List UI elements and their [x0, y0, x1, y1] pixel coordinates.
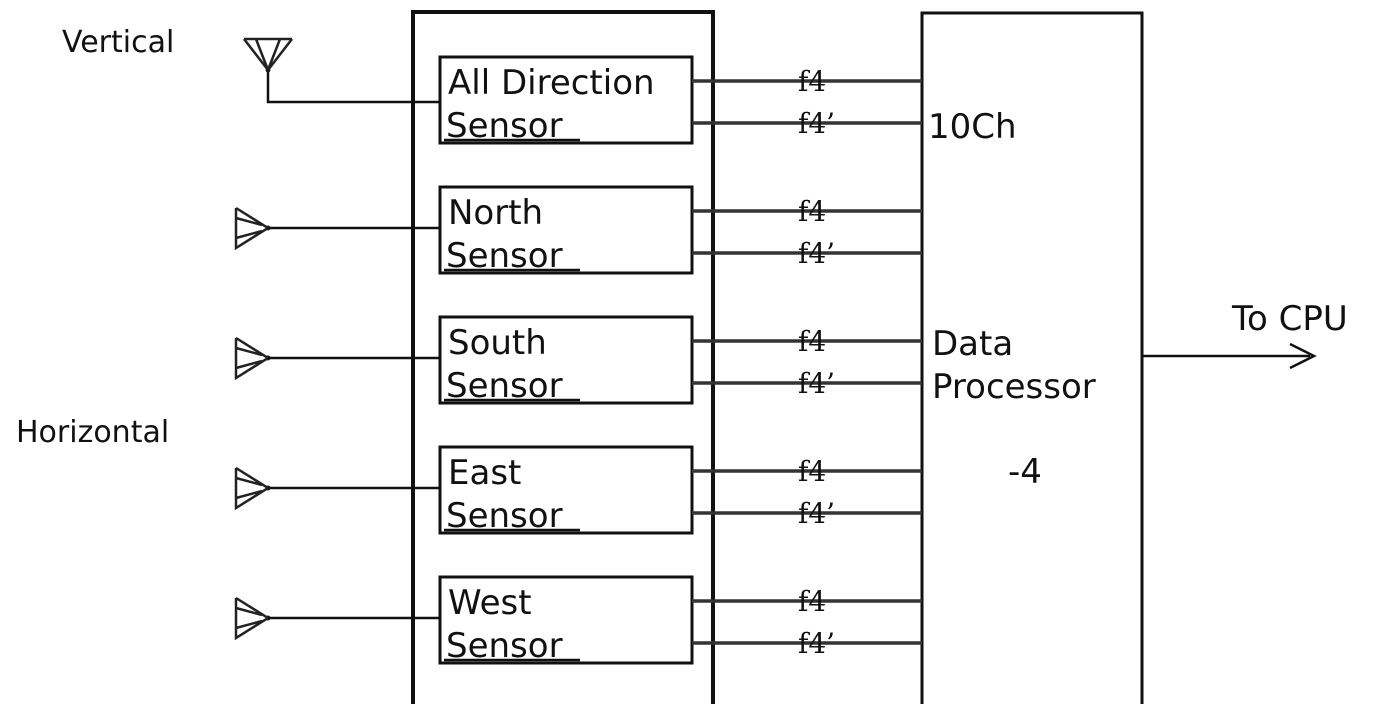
sensor-box	[438, 575, 694, 665]
horizontal-label: Horizontal	[16, 415, 169, 450]
signal-label-f4-prime: f4’	[798, 237, 835, 270]
arrow-right-icon	[1289, 342, 1317, 370]
sensor-enclosure	[411, 10, 715, 704]
vertical-label: Vertical	[62, 25, 174, 60]
processor-label-line2: Processor	[932, 367, 1096, 407]
signal-label-f4: f4	[798, 325, 826, 358]
horizontal-antenna-icon	[234, 596, 271, 641]
channel-count-label: 10Ch	[928, 107, 1017, 147]
signal-label-f4-prime: f4’	[798, 627, 835, 660]
sensor-label-line1: All Direction	[448, 63, 655, 103]
processor-id-label: -4	[1008, 452, 1042, 492]
signal-label-f4: f4	[798, 585, 826, 618]
to-cpu-label: To CPU	[1231, 299, 1348, 339]
horizontal-antenna-icon	[234, 336, 271, 381]
signal-label-f4-prime: f4’	[798, 497, 835, 530]
horizontal-antenna-icon	[234, 206, 271, 251]
data-processor-block	[920, 11, 1144, 704]
sensor-box	[438, 185, 694, 275]
signal-label-f4: f4	[798, 65, 826, 98]
signal-label-f4: f4	[798, 455, 826, 488]
processor-label-line1: Data	[932, 324, 1013, 364]
horizontal-antenna-icon	[234, 466, 271, 511]
sensor-label-line1: West	[448, 583, 532, 623]
sensor-label-line1: East	[448, 453, 521, 493]
sensor-label-line1: North	[448, 193, 543, 233]
sensor-box	[438, 55, 694, 145]
sensor-rows: All DirectionSensorf4f4’NorthSensorf4f4’…	[234, 55, 922, 666]
sensor-box	[438, 315, 694, 405]
signal-label-f4-prime: f4’	[798, 107, 835, 140]
signal-label-f4: f4	[798, 195, 826, 228]
sensor-label-line1: South	[448, 323, 547, 363]
vertical-antenna-icon	[243, 37, 443, 104]
signal-label-f4-prime: f4’	[798, 367, 835, 400]
sensor-box	[438, 445, 694, 535]
